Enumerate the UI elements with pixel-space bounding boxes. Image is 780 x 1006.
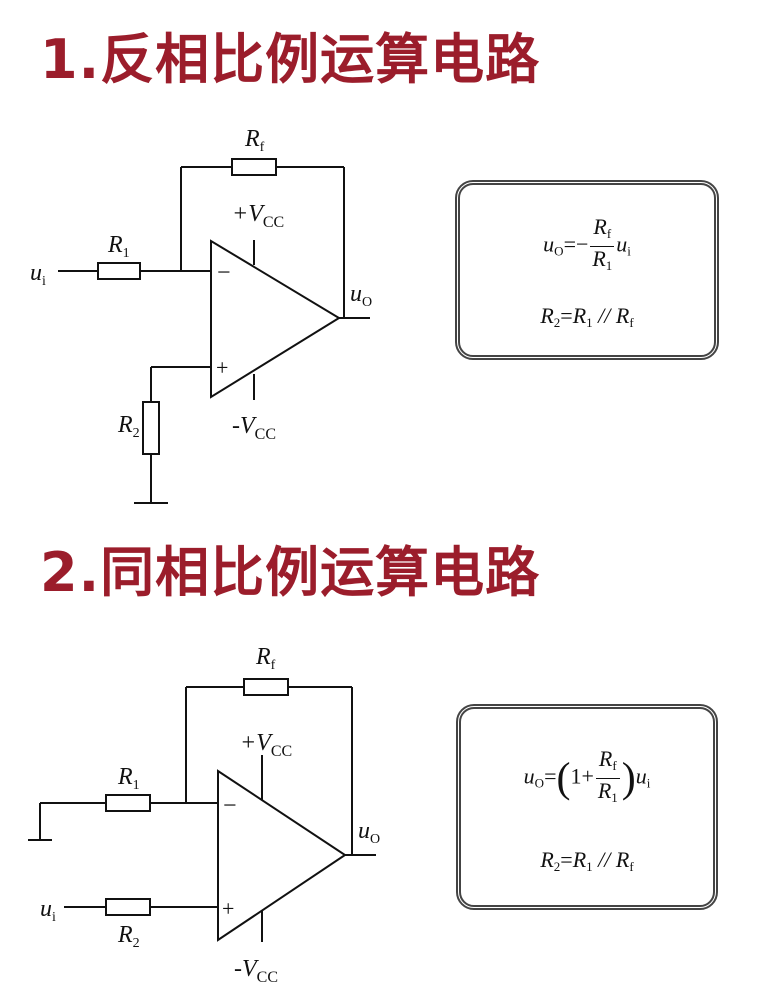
circuit-inverting [58, 158, 370, 504]
label-plus-input-2: + [222, 896, 234, 921]
label-rf-2: Rf [255, 644, 276, 673]
label-vcc-neg-2: -VCC [234, 956, 278, 986]
resistor-r2 [142, 401, 160, 455]
label-minus-input: − [217, 260, 231, 286]
label-r2: R2 [117, 412, 140, 441]
label-vcc-pos: +VCC [232, 201, 284, 231]
resistor-rf-2 [243, 678, 289, 696]
label-rf: Rf [244, 126, 265, 155]
label-r1: R1 [107, 232, 130, 261]
section-title-non-inverting: 2.同相比例运算电路 [40, 541, 541, 604]
label-vcc-neg: -VCC [232, 413, 276, 443]
formula-r2-non-inverting: R2=R1 // Rf [540, 847, 634, 874]
resistor-r2-2 [105, 898, 151, 916]
label-uo-2: uO [358, 818, 380, 847]
circuit-non-inverting [28, 678, 376, 942]
label-minus-input-2: − [223, 793, 237, 819]
label-plus-input: + [216, 355, 228, 380]
resistor-r1 [97, 262, 141, 280]
label-r2-2: R2 [117, 922, 140, 951]
section-title-inverting: 1.反相比例运算电路 [40, 28, 541, 91]
labels-inverting: Rf R1 R2 ui uO +VCC -VCC − + [30, 126, 372, 443]
labels-non-inverting: Rf R1 R2 ui uO +VCC -VCC − + [40, 644, 380, 986]
resistor-rf [231, 158, 277, 176]
opamp-triangle [210, 239, 341, 399]
label-ui: ui [30, 260, 46, 289]
label-ui-2: ui [40, 896, 56, 925]
label-vcc-pos-2: +VCC [240, 730, 292, 760]
formula-r2-inverting: R2=R1 // Rf [540, 303, 634, 330]
opamp-triangle-2 [217, 769, 347, 942]
resistor-r1-2 [105, 794, 151, 812]
label-r1-2: R1 [117, 764, 140, 793]
label-uo: uO [350, 281, 372, 310]
